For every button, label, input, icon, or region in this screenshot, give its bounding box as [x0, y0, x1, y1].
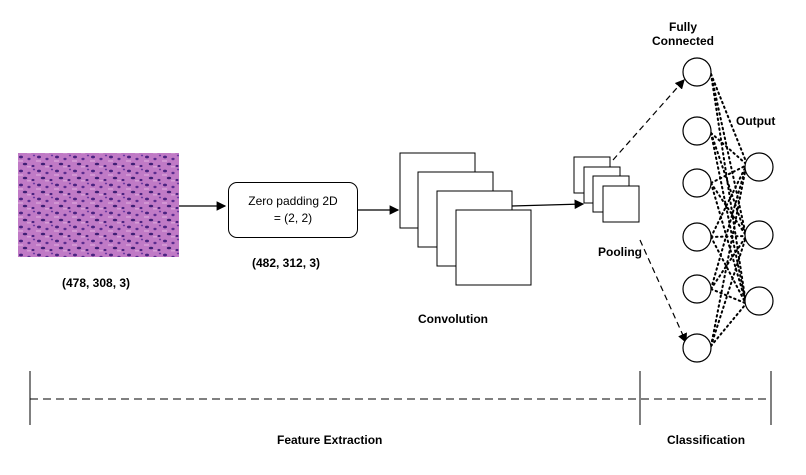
- fc-output-connections: [710, 73, 746, 347]
- output-neuron: [744, 220, 774, 250]
- feature-extraction-label: Feature Extraction: [277, 433, 383, 447]
- padding-shape-label: (482, 312, 3): [252, 256, 321, 270]
- input-shape-label: (478, 308, 3): [62, 276, 131, 290]
- zero-padding-box: Zero padding 2D = (2, 2): [228, 182, 358, 238]
- fully-connected-label-line1: Fully: [669, 20, 698, 34]
- zero-padding-value: = (2, 2): [273, 211, 313, 225]
- fc-neuron: [682, 222, 712, 252]
- fully-connected-layer: [682, 57, 712, 363]
- fully-connected-label-line2: Connected: [652, 34, 715, 48]
- fc-neuron: [682, 274, 712, 304]
- fc-neuron: [682, 168, 712, 198]
- fc-neuron: [682, 116, 712, 146]
- convolution-label: Convolution: [418, 312, 488, 326]
- output-neuron: [744, 286, 774, 316]
- fc-neuron: [682, 333, 712, 363]
- pool-map-4: [602, 185, 640, 223]
- arrow-convolution-to-pooling: [511, 199, 585, 210]
- stage-divider: [29, 371, 772, 425]
- zero-padding-title: Zero padding 2D: [248, 194, 338, 208]
- arrow-pooling-to-fc-top: [612, 79, 685, 161]
- histology-image-icon: [18, 153, 179, 257]
- arrow-pooling-to-fc-bottom: [639, 239, 687, 344]
- convolution-feature-maps: [399, 152, 532, 286]
- fully-connected-label: Fully Connected: [652, 20, 714, 48]
- pooling-label: Pooling: [598, 245, 642, 259]
- conv-map-4: [455, 209, 532, 286]
- output-layer: [744, 152, 774, 316]
- output-label: Output: [736, 114, 776, 128]
- pooling-feature-maps: [573, 156, 640, 223]
- output-neuron: [744, 152, 774, 182]
- classification-label: Classification: [667, 433, 746, 447]
- fc-neuron: [682, 57, 712, 87]
